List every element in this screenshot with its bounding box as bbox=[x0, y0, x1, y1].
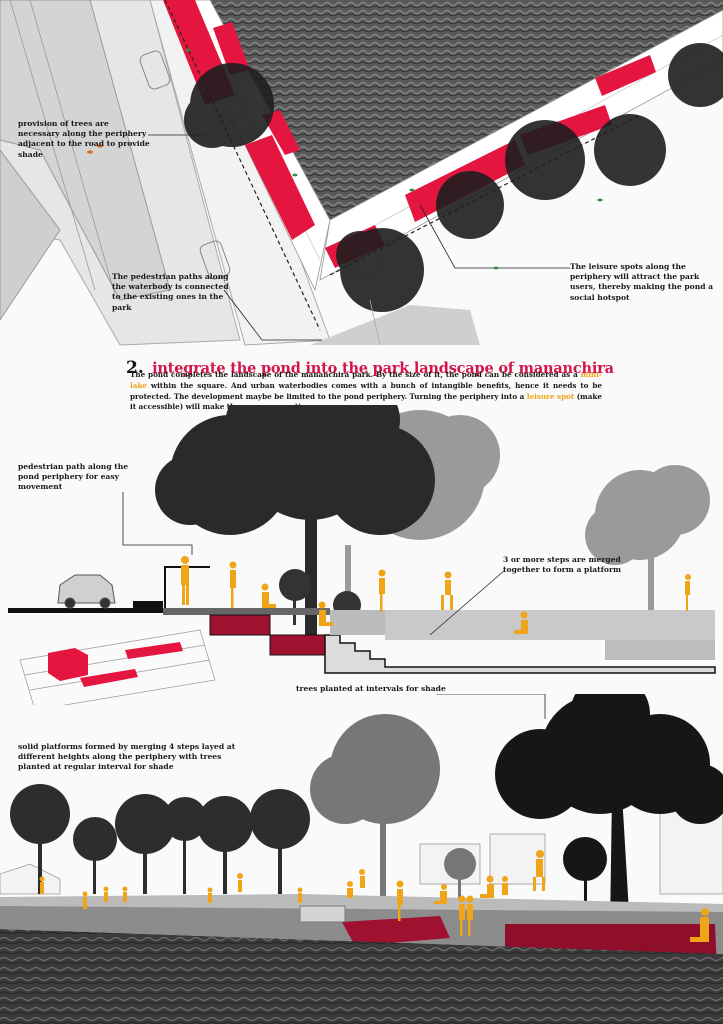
car-plan bbox=[139, 50, 171, 90]
highlight-leisure-spot: leisure spot bbox=[526, 391, 575, 401]
kerb bbox=[133, 601, 163, 613]
annotation-trees-shade: provision of trees are necessary along t… bbox=[18, 119, 150, 159]
step-platform-red bbox=[209, 614, 271, 636]
step-platform bbox=[299, 905, 346, 923]
water-surface bbox=[605, 640, 715, 660]
building-roof-2 bbox=[0, 149, 61, 321]
leader-line bbox=[148, 134, 570, 341]
step-platform-red bbox=[269, 634, 326, 656]
main-tree bbox=[495, 694, 723, 929]
annotation-leisure-spots: The leisure spots along the periphery wi… bbox=[570, 262, 714, 302]
leisure-platform bbox=[213, 22, 250, 75]
leaf-dots bbox=[185, 48, 603, 270]
section-number: 2. bbox=[126, 358, 144, 378]
leisure-platform bbox=[245, 135, 315, 240]
leisure-platform bbox=[262, 110, 300, 155]
body-text: (make it accessible) will make the area … bbox=[130, 391, 602, 412]
mid-tree bbox=[310, 714, 476, 904]
body-text: within the square. And urban waterbodies… bbox=[130, 380, 602, 401]
building-roof bbox=[0, 0, 171, 301]
car-elevation bbox=[57, 574, 116, 609]
section-heading: 2. integrate the pond into the park land… bbox=[126, 350, 614, 379]
leaf-dots bbox=[87, 144, 103, 154]
retaining-wall bbox=[164, 566, 210, 613]
section-drawing bbox=[8, 405, 716, 705]
car-plan-2 bbox=[199, 240, 231, 280]
water-surface bbox=[385, 610, 715, 640]
body-text: The pond completes the landscape of the … bbox=[130, 370, 578, 379]
site-plan bbox=[0, 0, 723, 346]
bg-tree bbox=[10, 784, 310, 894]
annotation-trees-intervals: trees planted at intervals for shade bbox=[296, 684, 446, 693]
annotation-solid-platforms: solid platforms formed by merging 4 step… bbox=[18, 742, 236, 772]
annotation-pedestrian-paths: The pedestrian paths along the waterbody… bbox=[112, 272, 229, 312]
road-slab bbox=[8, 608, 133, 613]
steps bbox=[324, 634, 716, 674]
pond-water bbox=[210, 0, 723, 220]
leisure-platform bbox=[595, 55, 656, 96]
ground-plane bbox=[330, 610, 385, 635]
platform-axon-red bbox=[48, 642, 183, 687]
pedestrian-path-dashed bbox=[164, 0, 321, 331]
perspective-view bbox=[0, 694, 723, 1024]
tree-canopy bbox=[184, 43, 723, 312]
human-figure bbox=[39, 850, 709, 942]
section-title: integrate the pond into the park landsca… bbox=[152, 360, 614, 377]
main-tree bbox=[155, 405, 435, 635]
section-body: The pond completes the landscape of the … bbox=[130, 370, 602, 413]
embankment-top bbox=[0, 894, 723, 912]
path-slab bbox=[163, 608, 330, 615]
park-ground bbox=[310, 305, 480, 345]
pond-water bbox=[0, 929, 723, 1024]
leader-line bbox=[122, 492, 506, 636]
annotation-pedestrian-path-section: pedestrian path along the pond periphery… bbox=[18, 462, 129, 492]
red-platform bbox=[342, 916, 450, 946]
human-figure bbox=[181, 556, 691, 634]
annotation-steps-platform: 3 or more steps are merged together to f… bbox=[503, 555, 621, 575]
highlight-mini-lake: mini-lake bbox=[130, 370, 602, 390]
